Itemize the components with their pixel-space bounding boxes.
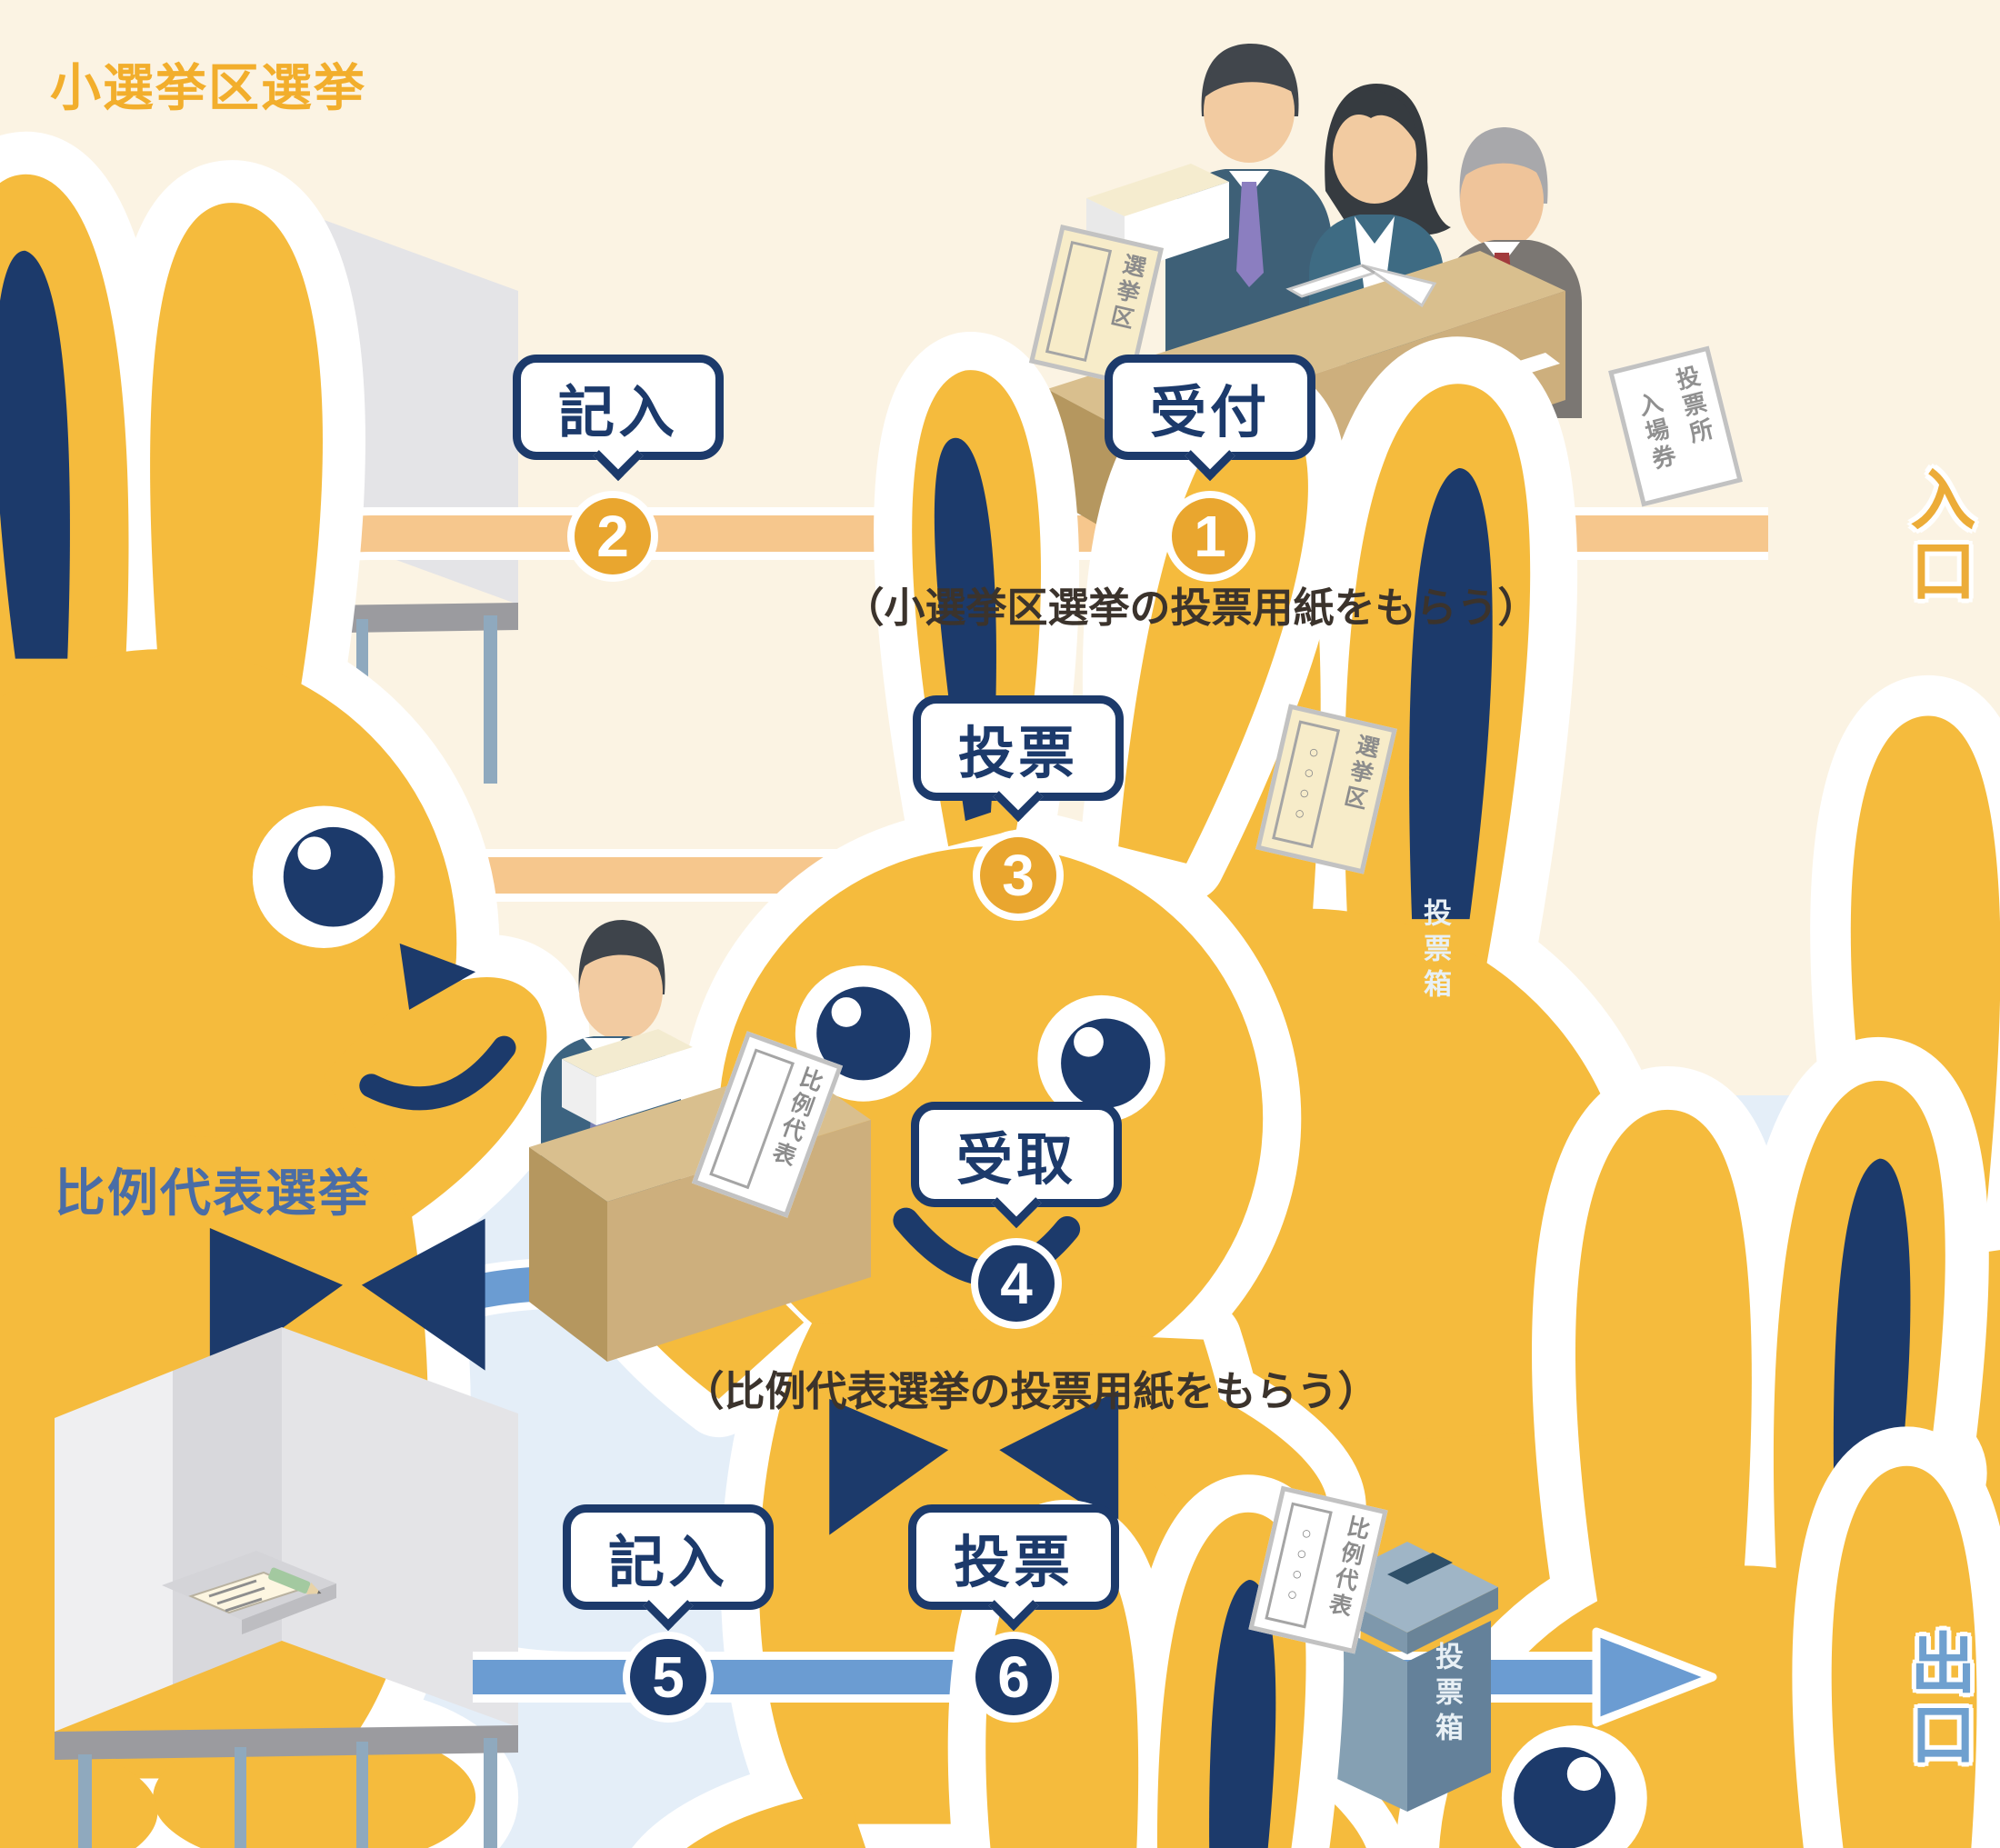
- step-bubble-label: 受付: [1149, 382, 1270, 445]
- route-exit-arrowhead: [1592, 1627, 1717, 1727]
- district-ballot-title: 選挙区: [1338, 731, 1382, 814]
- step-number-4: 4: [971, 1238, 1062, 1329]
- district-ballot-title: 選挙区: [1105, 251, 1148, 335]
- proportional-ballot-note: （比例代表選挙の投票用紙をもらう）: [683, 1368, 1379, 1414]
- step-bubble-label: 記入: [607, 1532, 728, 1594]
- proportional-paper-stack: [562, 1029, 693, 1125]
- entry-ticket-line1: 投票所: [1670, 363, 1717, 449]
- ballot-candidate-marks: ○○○○: [1287, 741, 1325, 828]
- step-bubble-reception: 受付: [1105, 355, 1315, 460]
- ballot-box-label-proportional: 投票箱: [1431, 1642, 1463, 1748]
- step-bubble-label: 投票: [957, 723, 1078, 785]
- step-bubble-label: 受取: [955, 1129, 1076, 1192]
- step-number-2: 2: [567, 491, 658, 582]
- step-bubble-label: 記入: [557, 382, 678, 445]
- step-number-1: 1: [1165, 491, 1255, 582]
- step-number-5: 5: [623, 1632, 714, 1723]
- step-bubble-vote-1: 投票: [913, 695, 1124, 801]
- step-number-3: 3: [973, 830, 1064, 921]
- exit-marker: 出口: [1900, 1629, 1973, 1771]
- step-bubble-fill-in-2: 記入: [563, 1504, 774, 1610]
- entrance-marker: 入口: [1900, 465, 1973, 607]
- ballot-box-label-district: 投票箱: [1419, 898, 1451, 1004]
- step-number-6: 6: [968, 1632, 1059, 1723]
- register-book: [1285, 264, 1437, 308]
- step-bubble-fill-in-1: 記入: [513, 355, 724, 460]
- step-bubble-receive: 受取: [911, 1102, 1122, 1207]
- ballot-candidate-marks: ○○○○: [1280, 1522, 1318, 1609]
- step-bubble-label: 投票: [953, 1532, 1074, 1594]
- step-bubble-vote-2: 投票: [908, 1504, 1119, 1610]
- district-section-title: 小選挙区選挙: [50, 59, 366, 116]
- district-ballot-note: （小選挙区選挙の投票用紙をもらう）: [843, 584, 1539, 631]
- proportional-section-title: 比例代表選挙: [55, 1164, 371, 1222]
